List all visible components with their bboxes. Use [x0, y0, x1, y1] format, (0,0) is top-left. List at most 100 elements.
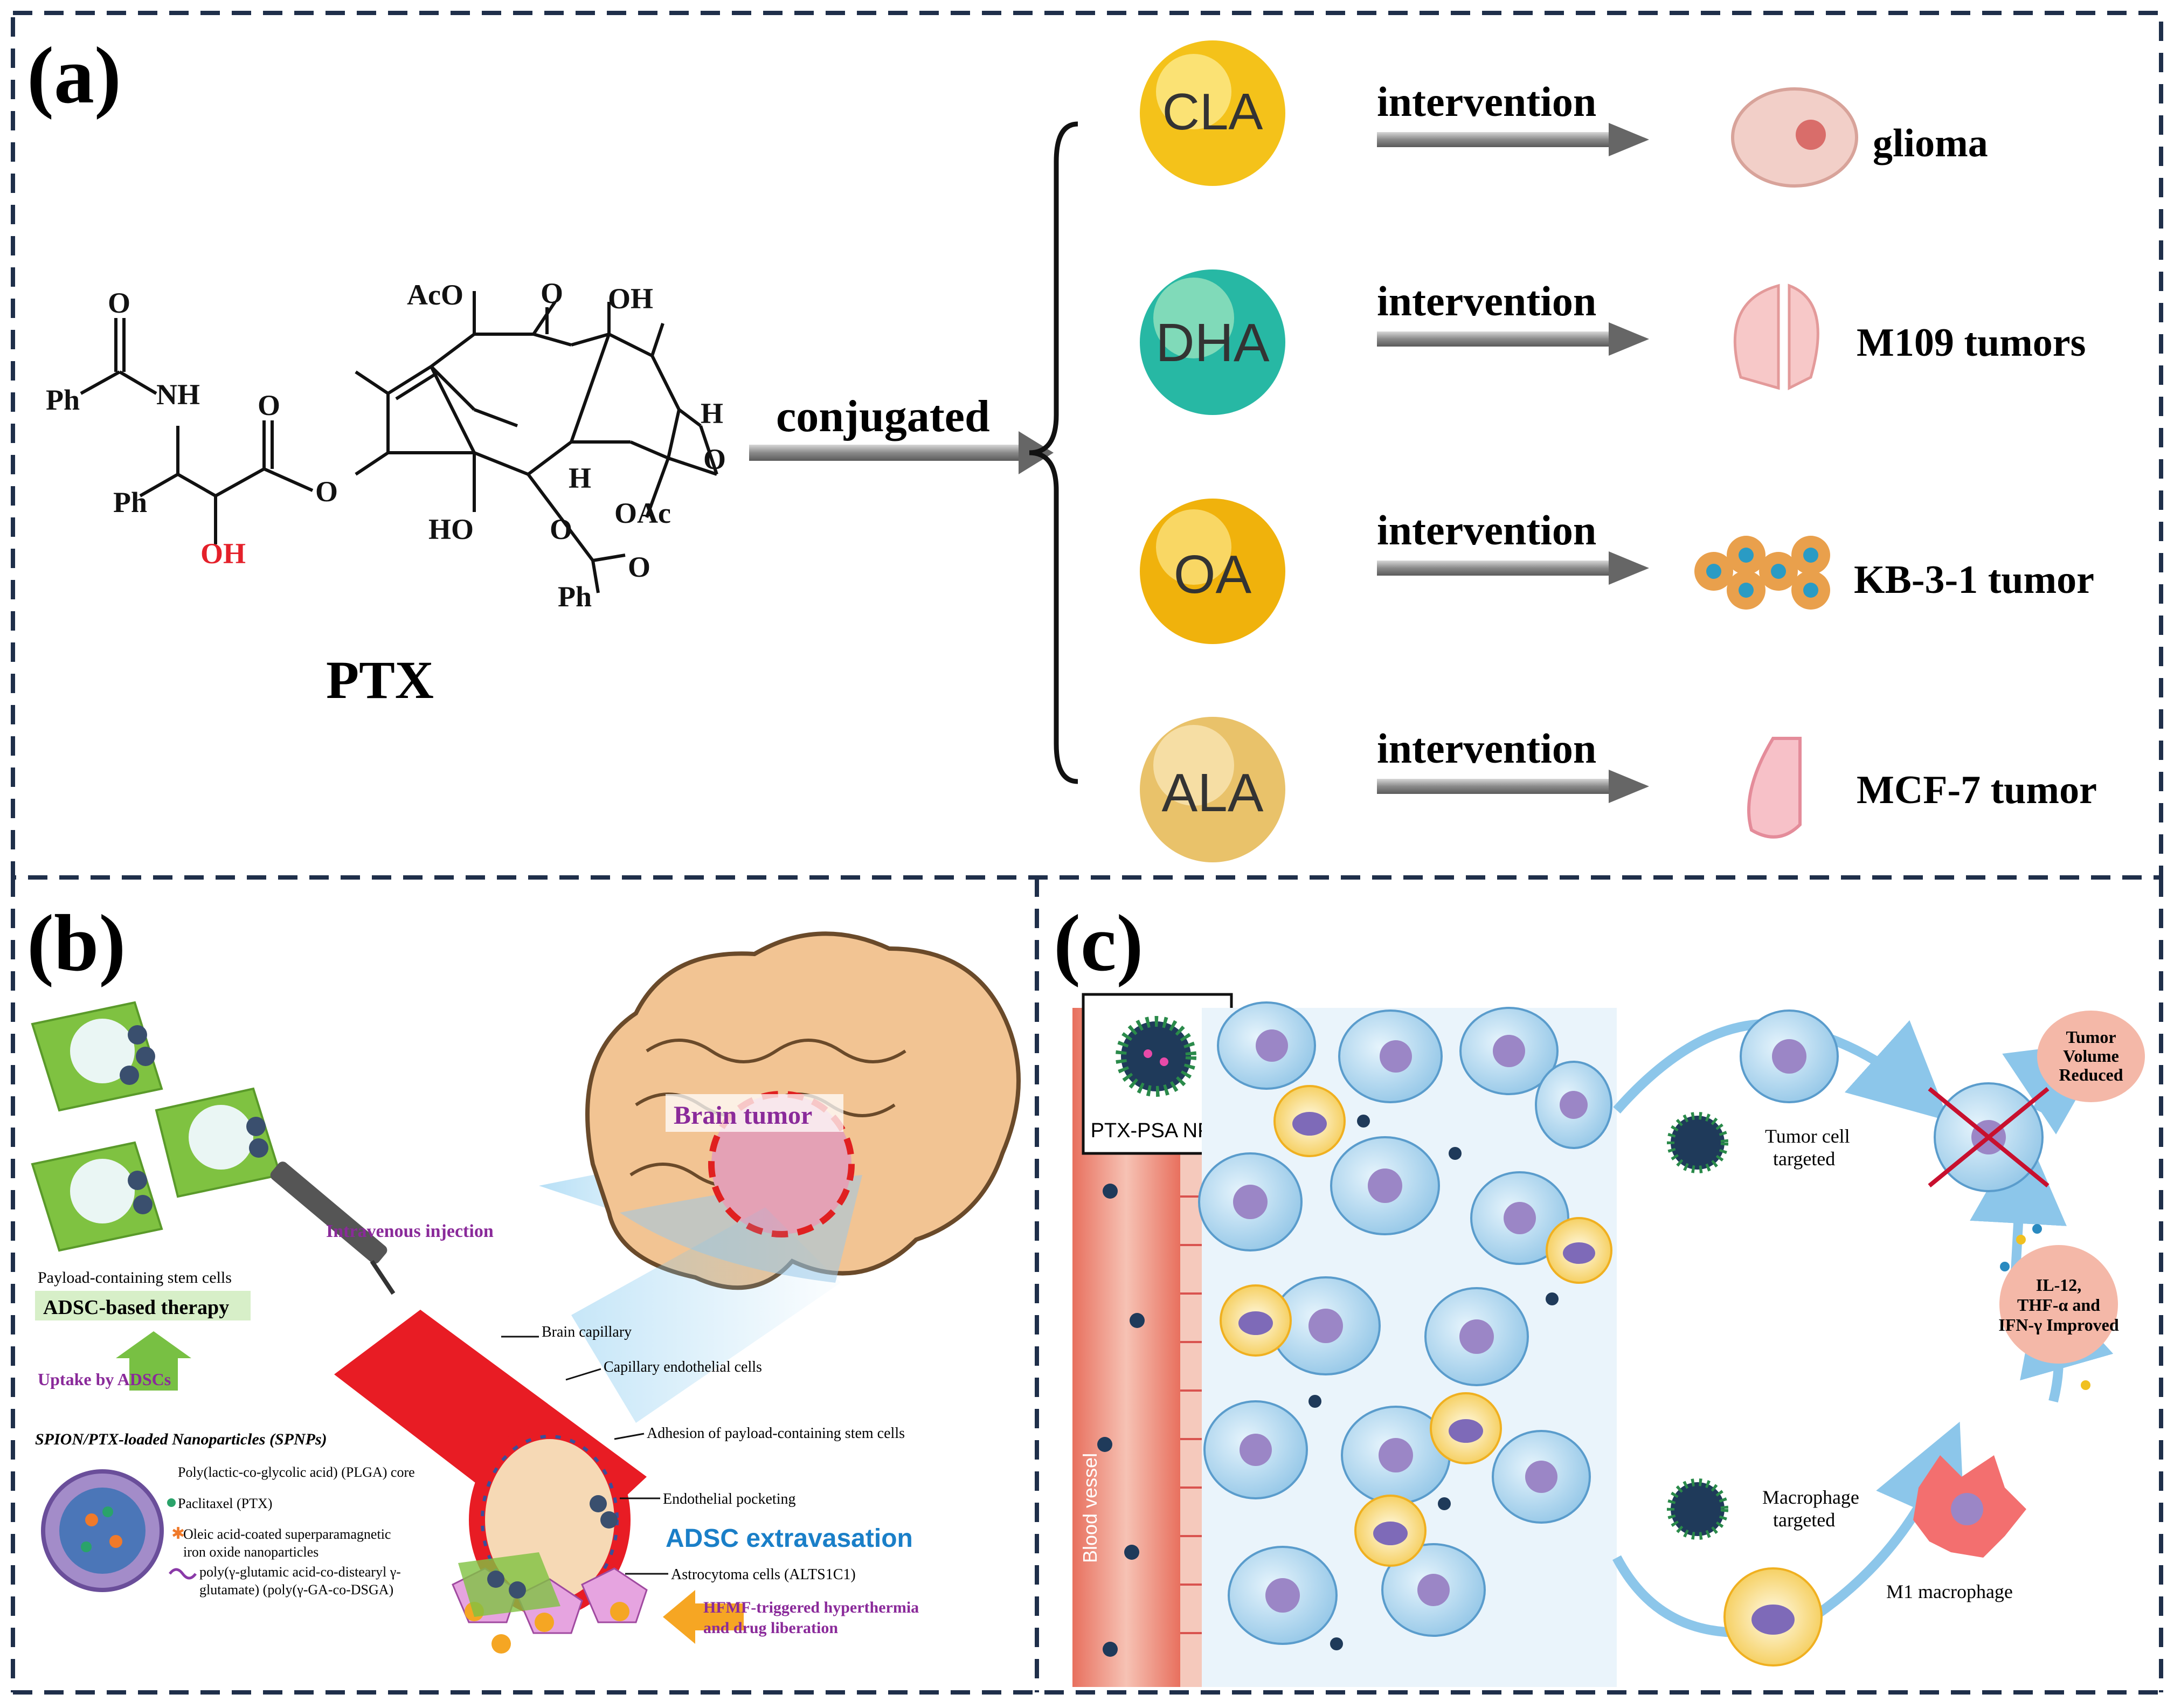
svg-text:Oleic acid-coated superparamag: Oleic acid-coated superparamagnetic: [183, 1526, 391, 1542]
spnps-label: SPION/PTX-loaded Nanoparticles (SPNPs): [35, 1430, 327, 1448]
target-m109: M109 tumors: [1857, 321, 2086, 365]
svg-text:Tumor cell: Tumor cell: [1765, 1125, 1850, 1147]
svg-text:OH: OH: [200, 537, 246, 570]
stem-cells-illustration: [31, 1001, 282, 1252]
nanoparticle-icon: [41, 1469, 164, 1592]
row-dha: DHA intervention M109 tumors: [1140, 269, 2086, 415]
np-icon-macrophage: [1667, 1478, 1728, 1540]
svg-text:H: H: [569, 462, 591, 494]
oa-label: OA: [1174, 544, 1252, 605]
svg-text:poly(γ-glutamic acid-co-distea: poly(γ-glutamic acid-co-distearyl γ-: [199, 1564, 401, 1580]
panel-c: (c) Blood vessel PTX-PSA NPs: [1054, 898, 2145, 1687]
np-icon-tumor: [1667, 1112, 1728, 1173]
svg-text:Brain capillary: Brain capillary: [542, 1324, 632, 1340]
spnp-legend: Poly(lactic-co-glycolic acid) (PLGA) cor…: [167, 1464, 415, 1598]
ala-label: ALA: [1161, 763, 1263, 823]
svg-text:Ph: Ph: [558, 580, 592, 613]
uptake-label: Uptake by ADSCs: [38, 1370, 171, 1389]
tumor-reduced-bubble: [2037, 1011, 2145, 1102]
ptx-structure: [80, 291, 718, 593]
svg-text:Capillary endothelial cells: Capillary endothelial cells: [604, 1359, 762, 1375]
adsc-therapy-box: [35, 1291, 251, 1320]
panel-b-label: (b): [27, 898, 126, 988]
target-mcf7: MCF-7 tumor: [1857, 768, 2097, 812]
capillary-labels: Brain capillary Capillary endothelial ce…: [501, 1324, 905, 1583]
capillary-illustration: [334, 1310, 648, 1654]
conjugated-arrow: [749, 431, 1054, 474]
svg-text:IFN-γ Improved: IFN-γ Improved: [1998, 1315, 2118, 1334]
intervention-label-1: intervention: [1377, 78, 1596, 125]
row-oa: OA intervention KB-3-1 tumor: [1140, 499, 2094, 644]
target-glioma: glioma: [1873, 121, 1988, 165]
panel-a-label: (a): [27, 31, 121, 120]
svg-text:O: O: [703, 443, 726, 475]
svg-text:AcO: AcO: [407, 279, 463, 311]
panel-c-labels: Tumor cell targeted Macrophage targeted …: [1762, 1125, 2013, 1602]
svg-text:Paclitaxel (PTX): Paclitaxel (PTX): [178, 1496, 272, 1511]
svg-text:Astrocytoma cells (ALTS1C1): Astrocytoma cells (ALTS1C1): [671, 1566, 856, 1583]
svg-text:O: O: [108, 287, 130, 319]
svg-text:iron oxide nanoparticles: iron oxide nanoparticles: [183, 1544, 319, 1560]
svg-text:Macrophage: Macrophage: [1762, 1486, 1859, 1508]
conjugated-label: conjugated: [776, 391, 990, 441]
cell-cluster-icon: [1694, 536, 1830, 610]
intervention-label-2: intervention: [1377, 278, 1596, 324]
hfmf-label-1: HFMF-triggered hyperthermia: [703, 1599, 919, 1616]
payload-cells-label: Payload-containing stem cells: [38, 1269, 232, 1287]
brain-icon: [1731, 87, 1858, 188]
hfmf-label-2: and drug liberation: [703, 1619, 838, 1637]
svg-text:Volume: Volume: [2063, 1046, 2119, 1066]
svg-text:Tumor: Tumor: [2066, 1027, 2116, 1047]
svg-text:NH: NH: [156, 378, 200, 411]
panel-b: (b) Intravenous injection Payload-contai…: [27, 898, 1021, 1654]
svg-text:HO: HO: [428, 513, 474, 545]
svg-text:M1 macrophage: M1 macrophage: [1886, 1581, 2013, 1602]
ptx-atom-labels: O Ph NH Ph OH O O AcO O OH H O H OAc HO …: [46, 277, 726, 613]
svg-text:✱: ✱: [171, 1525, 185, 1543]
svg-text:IL-12,: IL-12,: [2036, 1275, 2081, 1295]
svg-text:targeted: targeted: [1773, 1509, 1835, 1531]
intervention-label-3: intervention: [1377, 507, 1596, 554]
panel-a: (a): [27, 31, 2097, 862]
row-ala: ALA intervention MCF-7 tumor: [1140, 717, 2097, 862]
svg-text:H: H: [701, 397, 723, 430]
curly-brace: [1029, 121, 1078, 784]
uptake-arrow: [116, 1331, 191, 1391]
panel-c-label: (c): [1054, 898, 1143, 988]
brain-illustration: [585, 931, 1021, 1290]
outcome-labels: Tumor Volume Reduced IL-12, THF-α and IF…: [1998, 1027, 2123, 1334]
svg-text:Ph: Ph: [113, 486, 147, 518]
target-kb: KB-3-1 tumor: [1854, 558, 2094, 602]
panel-borders: [11, 11, 2163, 1695]
svg-text:Poly(lactic-co-glycolic acid): Poly(lactic-co-glycolic acid) (PLGA) cor…: [178, 1464, 415, 1480]
svg-text:Reduced: Reduced: [2059, 1065, 2123, 1084]
cytokines-bubble: [1999, 1245, 2118, 1364]
zoom-beam: [571, 1207, 841, 1423]
blood-vessel-label: Blood vessel: [1079, 1453, 1101, 1563]
svg-text:targeted: targeted: [1773, 1148, 1835, 1170]
svg-text:O: O: [258, 389, 280, 421]
svg-text:Ph: Ph: [46, 384, 80, 416]
adsc-therapy-label: ADSC-based therapy: [43, 1296, 229, 1319]
svg-text:O: O: [541, 277, 563, 309]
lung-icon: [1733, 283, 1819, 391]
svg-text:OAc: OAc: [614, 497, 671, 529]
extravasation-label: ADSC extravasation: [666, 1524, 913, 1553]
svg-text:Adhesion of payload-containing: Adhesion of payload-containing stem cell…: [647, 1425, 905, 1442]
breast-icon: [1747, 737, 1802, 839]
svg-text:O: O: [628, 551, 650, 583]
nps-label: PTX-PSA NPs: [1091, 1119, 1222, 1142]
cla-label: CLA: [1162, 83, 1263, 141]
row-cla: CLA intervention glioma: [1140, 40, 1988, 188]
hfmf-arrow: [663, 1590, 744, 1644]
svg-text:THF-α and: THF-α and: [2017, 1295, 2100, 1315]
intervention-label-4: intervention: [1377, 725, 1596, 772]
svg-text:glutamate) (poly(γ-GA-co-DSGA): glutamate) (poly(γ-GA-co-DSGA): [199, 1582, 393, 1598]
svg-text:OH: OH: [608, 282, 653, 315]
svg-text:O: O: [550, 513, 572, 545]
brain-tumor-label: Brain tumor: [674, 1101, 812, 1130]
svg-text:O: O: [315, 475, 338, 508]
svg-text:Endothelial pocketing: Endothelial pocketing: [663, 1491, 796, 1508]
